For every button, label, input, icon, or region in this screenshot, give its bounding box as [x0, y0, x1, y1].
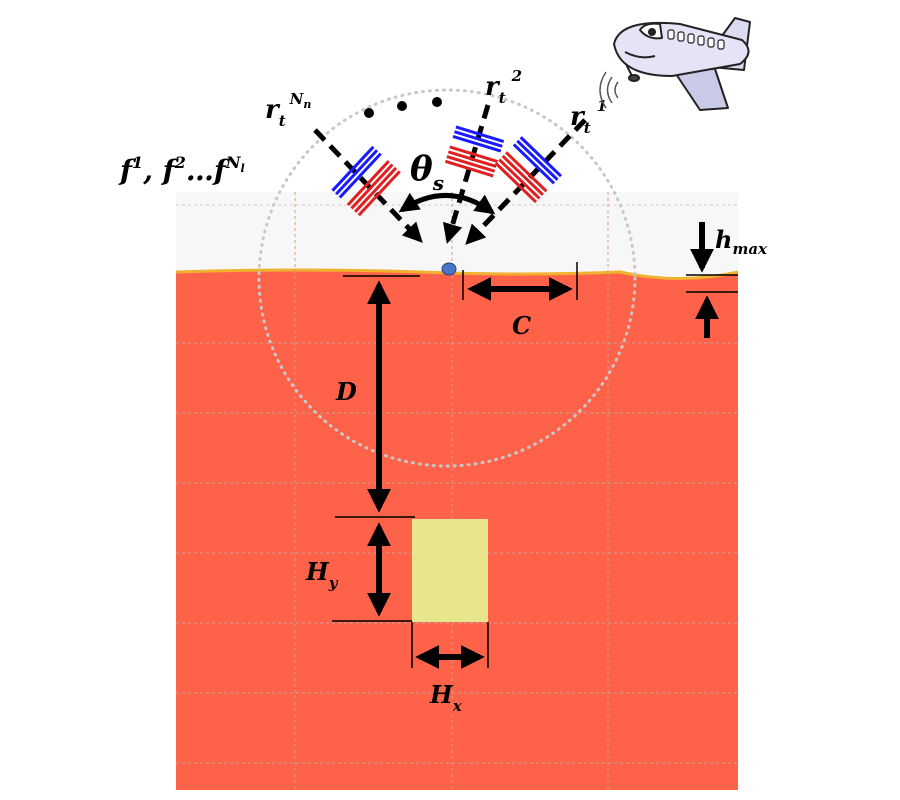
- ray-2-label: rt2: [485, 67, 522, 107]
- hmax-label: hmax: [715, 225, 768, 258]
- aperture-circle: [257, 88, 637, 468]
- ellipsis-dot-3: [432, 97, 442, 107]
- rough-surface: [175, 268, 739, 280]
- airplane-icon: [613, 17, 751, 111]
- grid: [176, 192, 738, 790]
- angle-label: θs: [410, 149, 444, 195]
- ray-2: [442, 104, 491, 244]
- ray-n-label: rtNn: [265, 90, 311, 130]
- wavefront-1: [494, 136, 563, 204]
- wavefront-2: [444, 125, 505, 178]
- frequencies-label: f1, f2…fNl: [118, 153, 245, 187]
- angle-arc: [398, 192, 496, 215]
- width-label: Hx: [429, 680, 463, 715]
- buried-target: [412, 519, 488, 622]
- ellipsis-dot-2: [397, 101, 407, 111]
- ellipsis-dot-1: [364, 108, 374, 118]
- wavefront-n: [331, 145, 401, 217]
- signal-waves-icon: [599, 71, 619, 109]
- sensor-point: [441, 262, 457, 276]
- ray-1: [465, 118, 587, 245]
- depth-label: D: [335, 377, 357, 406]
- height-label: Hy: [305, 557, 339, 592]
- ray-1-label: rt1: [570, 97, 607, 137]
- correlation-label: C: [512, 311, 531, 340]
